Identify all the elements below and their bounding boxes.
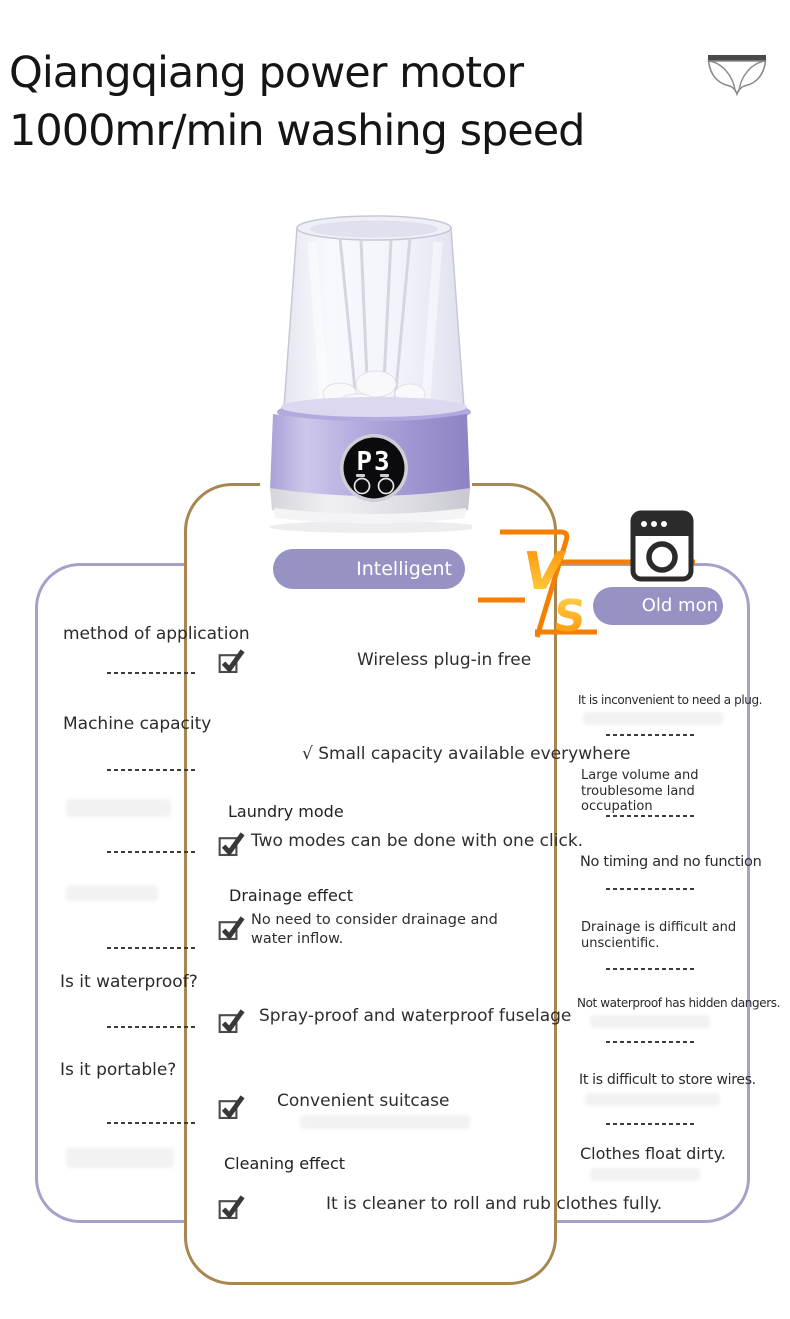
faded-text-remnant [66,1148,174,1168]
feature-text: It is cleaner to roll and rub clothes fu… [326,1194,663,1214]
checkbox-check-icon [218,916,245,941]
machine-button-left [353,477,371,495]
checkbox-check-icon [218,1009,245,1034]
drawback-text: Clothes float dirty. [580,1144,726,1163]
dashed-divider [606,1041,694,1043]
checkbox-check-icon [218,649,245,674]
page-title: Qiangqiang power motor 1000mr/min washin… [9,44,585,160]
faded-text-remnant [66,799,171,817]
dashed-divider [107,851,196,853]
feature-section-heading: Cleaning effect [224,1154,346,1173]
checkbox-check-icon [218,1095,245,1120]
dashed-divider [107,947,196,949]
underwear-icon [707,55,767,97]
drawback-text: It is difficult to store wires. [579,1072,756,1088]
machine-display: P3 [340,434,408,502]
product-photo: P3 [260,198,479,538]
drawback-text: Not waterproof has hidden dangers. [577,996,781,1010]
washing-machine-icon [630,510,694,582]
vs-lightning-icon: V S [478,529,695,642]
intelligent-badge: Intelligent [273,549,465,589]
left-question-label: Machine capacity [63,714,212,734]
dashed-divider [606,815,694,817]
feature-text: Convenient suitcase [277,1091,450,1111]
faded-text-remnant [590,1168,700,1181]
machine-shadow [269,521,479,533]
faded-text-remnant [583,712,723,725]
left-question-label: Is it portable? [60,1060,177,1080]
feature-section-heading: Laundry mode [228,802,344,821]
mini-washing-machine-image: P3 [269,215,479,533]
dashed-divider [606,1123,694,1125]
old-vs-new-left-card [35,563,320,1223]
page-title-line1: Qiangqiang power motor [9,48,524,98]
dashed-divider [606,734,694,736]
feature-text: Two modes can be done with one click. [251,831,584,851]
dashed-divider [606,968,694,970]
drawback-text: Drainage is difficult and unscientific. [581,920,737,951]
vs-letter-s: S [551,591,588,642]
faded-text-remnant [300,1115,470,1129]
checkbox-check-icon [218,1195,245,1220]
old-model-badge: Old mon [593,587,723,625]
left-question-label: Is it waterproof? [60,972,198,992]
dashed-divider [107,672,196,674]
dashed-divider [107,769,196,771]
drawback-text: No timing and no function [580,854,762,870]
feature-text: Spray-proof and waterproof fuselage [259,1006,572,1026]
checkbox-check-icon [218,832,245,857]
drawback-text: It is inconvenient to need a plug. [578,693,763,707]
dashed-divider [606,888,694,890]
feature-text: No need to consider drainage and water i… [251,912,498,947]
drawback-text: Large volume and troublesome land occupa… [581,768,699,815]
display-mode-value: P3 [356,447,391,477]
dashed-divider [107,1122,196,1124]
feature-section-heading: Drainage effect [229,886,353,905]
page-title-line2: 1000mr/min washing speed [9,106,585,156]
dashed-divider [107,1026,196,1028]
faded-text-remnant [66,885,158,901]
feature-text: √ Small capacity available everywhere [302,744,631,764]
machine-button-right [377,477,395,495]
faded-text-remnant [585,1093,720,1106]
faded-text-remnant [590,1015,710,1028]
left-question-label: method of application [63,624,250,644]
feature-text: Wireless plug-in free [357,650,532,670]
